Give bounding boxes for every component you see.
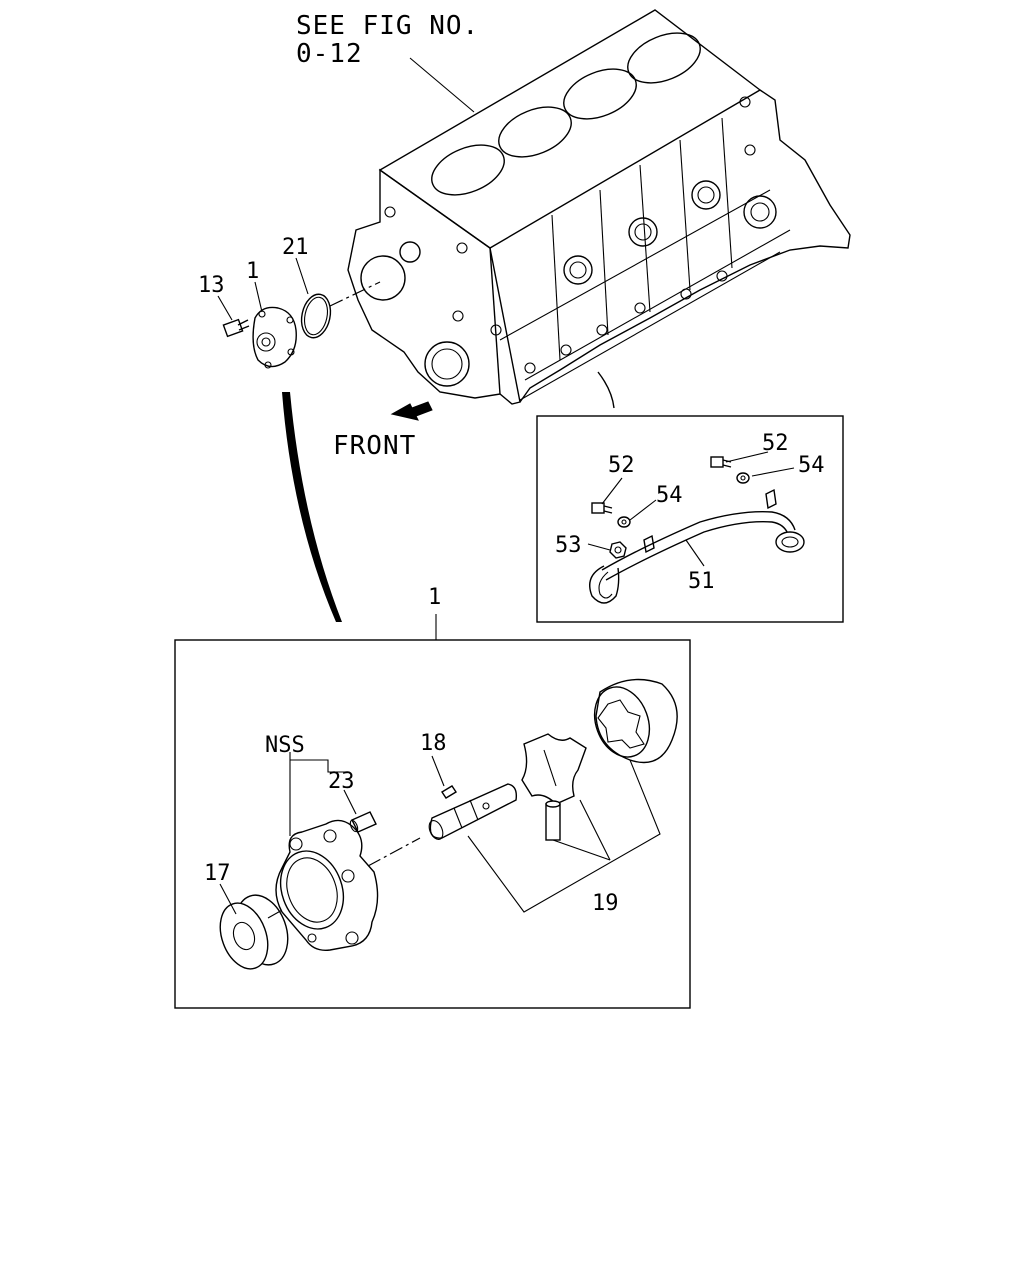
bolt-52-left (591, 502, 613, 514)
pump-housing (275, 819, 379, 951)
callout-1-box: 1 (428, 585, 441, 610)
engine-block (347, 9, 851, 405)
inner-rotor (521, 733, 587, 805)
strainer-pipe-detail-box (536, 415, 844, 623)
reference-note-line1: SEE FIG NO. (296, 11, 479, 41)
callout-23: 23 (328, 769, 355, 794)
callout-53: 53 (555, 533, 582, 558)
reference-note: SEE FIG NO. 0-12 (296, 11, 479, 113)
detail-link-pump (282, 392, 342, 622)
callout-nss: NSS (265, 733, 305, 758)
washer-54-right (736, 472, 750, 484)
front-label: FRONT (333, 431, 416, 461)
callout-54-right: 54 (798, 453, 825, 478)
o-ring-21 (300, 293, 332, 339)
pump-shaft (428, 783, 518, 841)
nut-53 (609, 541, 627, 559)
reference-note-line2: 0-12 (296, 39, 363, 69)
pin-23 (349, 811, 377, 833)
callout-52-right: 52 (762, 431, 789, 456)
callout-21: 21 (282, 235, 309, 260)
outer-rotor (593, 678, 678, 764)
callout-17: 17 (204, 861, 231, 886)
oil-pump-assembly (217, 257, 381, 369)
callout-19: 19 (592, 891, 619, 916)
reference-leader (409, 57, 475, 113)
callout-13: 13 (198, 273, 225, 298)
oil-seal-17 (219, 894, 289, 970)
pump-detail-box (174, 614, 691, 1009)
bolt-13 (222, 318, 250, 338)
strainer-flange (775, 531, 805, 553)
callout-51: 51 (688, 569, 715, 594)
detail-link-pipe (597, 371, 615, 409)
callout-1-top: 1 (246, 259, 259, 284)
pin-19 (545, 800, 561, 841)
callout-52-left: 52 (608, 453, 635, 478)
washer-54-left (617, 516, 631, 528)
key-18 (441, 785, 457, 799)
callout-18: 18 (420, 731, 447, 756)
oil-pump-body (252, 306, 297, 369)
callout-54-left: 54 (656, 483, 683, 508)
front-direction-arrow (390, 401, 433, 421)
